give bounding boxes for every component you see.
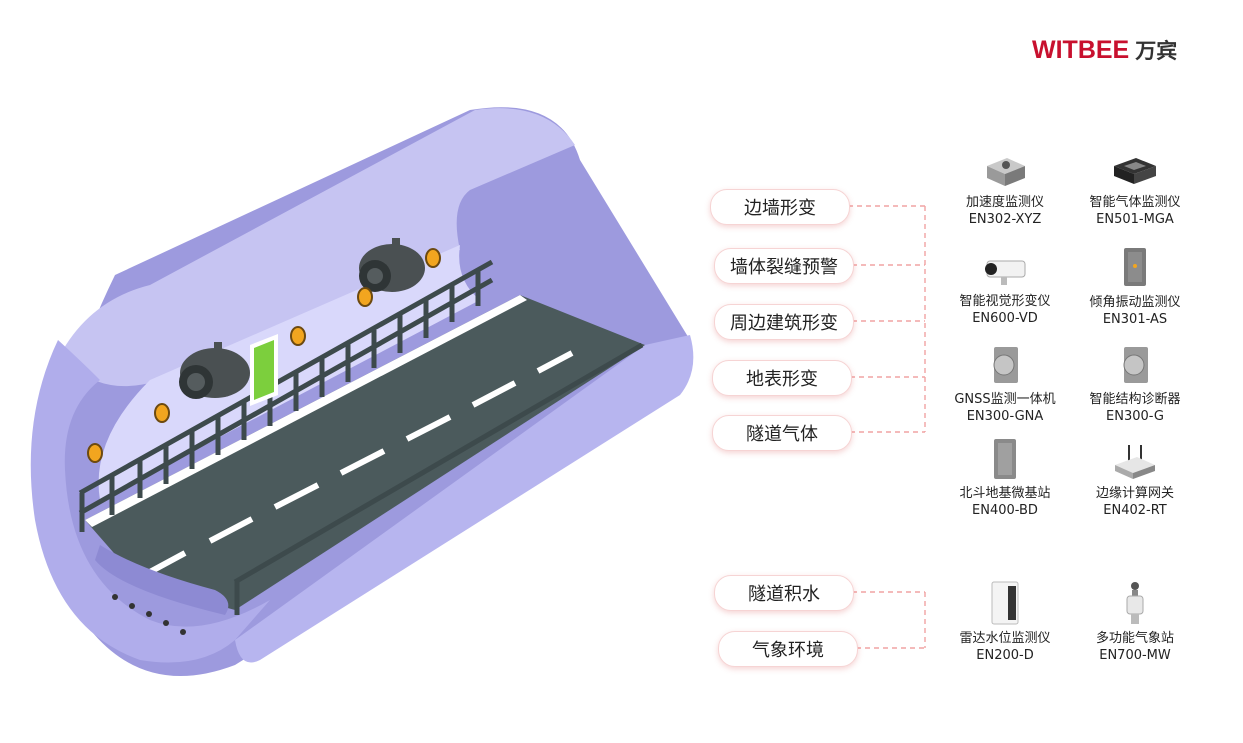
gas-monitor-icon	[1070, 146, 1200, 190]
accelerometer-icon	[940, 146, 1070, 190]
pill-tunnel-water: 隧道积水	[714, 575, 854, 611]
radar-level-icon	[940, 578, 1070, 626]
device-model: EN300-GNA	[966, 409, 1044, 424]
tilt-sensor-icon	[1070, 240, 1200, 290]
lane-markings	[146, 350, 574, 576]
structure-diagnostic-icon	[1070, 343, 1200, 387]
device-model: EN300-G	[1106, 409, 1164, 424]
device-model: EN400-BD	[972, 503, 1038, 518]
device-name: 加速度监测仪	[965, 195, 1044, 210]
device-weather-station: 多功能气象站 EN700-MW	[1070, 578, 1200, 664]
device-edge-gateway: 边缘计算网关 EN402-RT	[1070, 435, 1200, 519]
pill-crack-warning: 墙体裂缝预警	[714, 248, 854, 284]
device-model: EN301-AS	[1102, 312, 1168, 327]
pill-building-deformation: 周边建筑形变	[714, 304, 854, 340]
device-model: EN302-XYZ	[968, 212, 1042, 227]
device-name: 智能气体监测仪	[1089, 195, 1181, 210]
emergency-door	[250, 334, 278, 406]
logo-chinese: 万宾	[1135, 39, 1178, 63]
device-name: 倾角振动监测仪	[1089, 295, 1181, 310]
drain-channel	[95, 545, 229, 635]
beidou-station-icon	[940, 435, 1070, 481]
device-model: EN700-MW	[1099, 648, 1171, 663]
tunnel-front-ring	[30, 340, 271, 663]
device-name: 边缘计算网关	[1095, 486, 1174, 501]
weather-station-icon	[1070, 578, 1200, 626]
tunnel-illustration	[30, 107, 694, 677]
jet-fan-1	[179, 342, 250, 399]
device-model: EN600-VD	[972, 311, 1038, 326]
jet-fan-2	[359, 238, 425, 292]
device-name: 多功能气象站	[1095, 631, 1174, 646]
pill-weather: 气象环境	[718, 631, 858, 667]
device-tilt-vibration: 倾角振动监测仪 EN301-AS	[1070, 240, 1200, 328]
brand-logo: WITBEE 万宾	[1032, 35, 1177, 65]
camera-icon	[940, 245, 1070, 289]
router-icon	[1070, 435, 1200, 481]
tunnel-top-surface	[60, 108, 575, 387]
device-model: EN402-RT	[1103, 503, 1167, 518]
device-structure-diagnostic: 智能结构诊断器 EN300-G	[1070, 343, 1200, 425]
device-name: 智能结构诊断器	[1089, 392, 1181, 407]
pill-wall-deformation: 边墙形变	[710, 189, 850, 225]
wall-lights	[87, 248, 441, 463]
device-gnss: GNSS监测一体机 EN300-GNA	[940, 343, 1070, 425]
device-vision-deformation: 智能视觉形变仪 EN600-VD	[940, 245, 1070, 327]
device-name: GNSS监测一体机	[954, 392, 1056, 407]
tunnel-right-edge	[235, 335, 694, 663]
device-accelerometer: 加速度监测仪 EN302-XYZ	[940, 146, 1070, 228]
device-name: 雷达水位监测仪	[959, 631, 1051, 646]
gnss-icon	[940, 343, 1070, 387]
device-beidou-station: 北斗地基微基站 EN400-BD	[940, 435, 1070, 519]
logo-brand: WITBEE	[1032, 35, 1130, 64]
road-edge-line	[85, 295, 527, 527]
right-guardrail	[233, 342, 644, 615]
pill-tunnel-gas: 隧道气体	[712, 415, 852, 451]
device-gas-monitor: 智能气体监测仪 EN501-MGA	[1070, 146, 1200, 228]
pill-surface-deformation: 地表形变	[712, 360, 852, 396]
device-model: EN501-MGA	[1096, 212, 1174, 227]
device-name: 北斗地基微基站	[959, 486, 1051, 501]
device-name: 智能视觉形变仪	[959, 294, 1051, 309]
device-radar-level: 雷达水位监测仪 EN200-D	[940, 578, 1070, 664]
device-model: EN200-D	[976, 648, 1034, 663]
